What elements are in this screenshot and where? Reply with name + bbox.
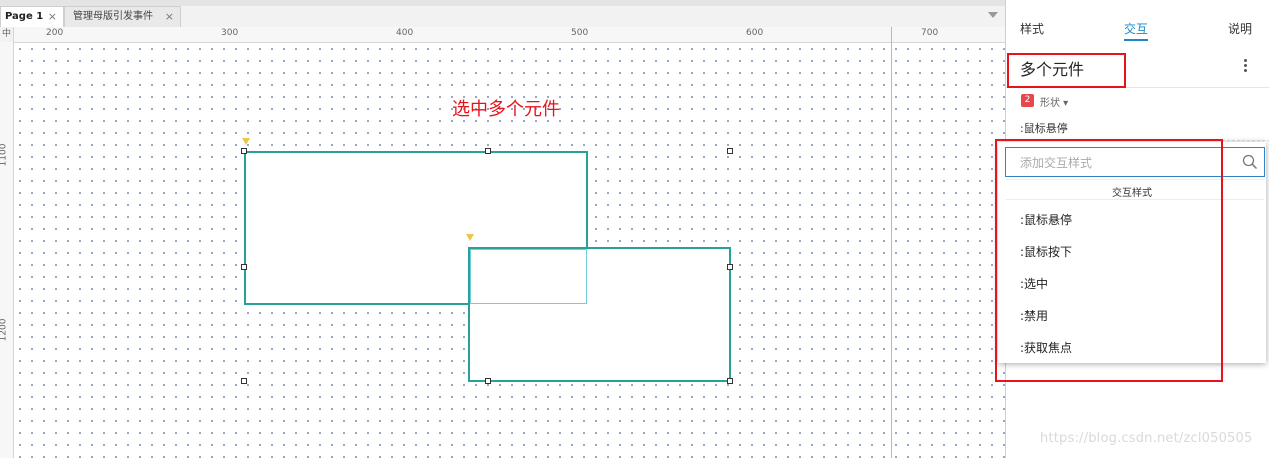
selection-count-badge: 2 xyxy=(1021,94,1034,107)
ruler-label: 300 xyxy=(221,28,239,38)
divider xyxy=(1006,179,1264,180)
tab-label: Page 1 xyxy=(5,11,44,22)
highlight-box-title xyxy=(1007,53,1126,88)
close-icon[interactable]: × xyxy=(47,10,57,23)
connector-marker-icon xyxy=(242,138,250,145)
style-option-disabled[interactable]: :禁用 xyxy=(1020,309,1049,323)
selection-handle[interactable] xyxy=(485,378,491,384)
tab-style[interactable]: 样式 xyxy=(1020,22,1045,36)
active-tab-indicator xyxy=(1124,39,1148,41)
watermark: https://blog.csdn.net/zcl050505 xyxy=(1040,431,1253,446)
divider xyxy=(1006,199,1264,200)
ruler-label: 200 xyxy=(46,28,64,38)
selection-handle[interactable] xyxy=(241,148,247,154)
popup-section-header: 交互样式 xyxy=(1112,188,1152,199)
selection-handle[interactable] xyxy=(485,148,491,154)
search-icon[interactable] xyxy=(1242,154,1258,170)
vertical-ruler: 1100 1200 xyxy=(0,42,14,458)
horizontal-ruler: 200 300 400 500 600 700 xyxy=(14,27,1005,43)
style-option-focus[interactable]: :获取焦点 xyxy=(1020,341,1073,355)
selection-handle[interactable] xyxy=(241,264,247,270)
overlap-outline xyxy=(470,249,587,304)
close-icon[interactable]: × xyxy=(164,10,174,23)
rectangle-shape-2[interactable] xyxy=(468,247,731,382)
page-tab-bar: Page 1 × 管理母版引发事件 × xyxy=(0,0,1005,28)
annotation-text: 选中多个元件 xyxy=(452,99,560,120)
panel-title: 多个元件 xyxy=(1020,60,1085,79)
selection-handle[interactable] xyxy=(241,378,247,384)
style-option-hover[interactable]: :鼠标悬停 xyxy=(1020,213,1073,227)
selection-handle[interactable] xyxy=(727,378,733,384)
tab-page-1[interactable]: Page 1 × xyxy=(0,6,64,28)
ruler-label: 1100 xyxy=(0,143,9,167)
guide-line[interactable] xyxy=(891,27,892,458)
selection-handle[interactable] xyxy=(727,264,733,270)
ruler-label: 500 xyxy=(571,28,589,38)
ruler-label: 600 xyxy=(746,28,764,38)
divider xyxy=(1006,87,1269,88)
ruler-label: 400 xyxy=(396,28,414,38)
style-option-mouse-down[interactable]: :鼠标按下 xyxy=(1020,245,1073,259)
search-input[interactable] xyxy=(1006,148,1252,178)
selection-handle[interactable] xyxy=(727,148,733,154)
ruler-label: 700 xyxy=(921,28,939,38)
interaction-style-hover[interactable]: :鼠标悬停 xyxy=(1020,122,1068,135)
tab-notes[interactable]: 说明 xyxy=(1228,22,1253,36)
ruler-corner-icon[interactable]: 中 xyxy=(0,27,14,43)
tab-interaction[interactable]: 交互 xyxy=(1124,22,1149,36)
tab-dropdown-icon[interactable] xyxy=(988,12,998,18)
highlight-box-popup xyxy=(995,139,1223,382)
more-options-icon[interactable] xyxy=(1242,58,1248,72)
style-option-selected[interactable]: :选中 xyxy=(1020,277,1049,291)
shape-type-dropdown[interactable]: 形状 ▾ xyxy=(1040,98,1069,109)
tab-label: 管理母版引发事件 xyxy=(73,11,153,22)
tab-master-events[interactable]: 管理母版引发事件 × xyxy=(64,6,181,27)
connector-marker-icon xyxy=(466,234,474,241)
ruler-label: 1200 xyxy=(0,318,9,342)
